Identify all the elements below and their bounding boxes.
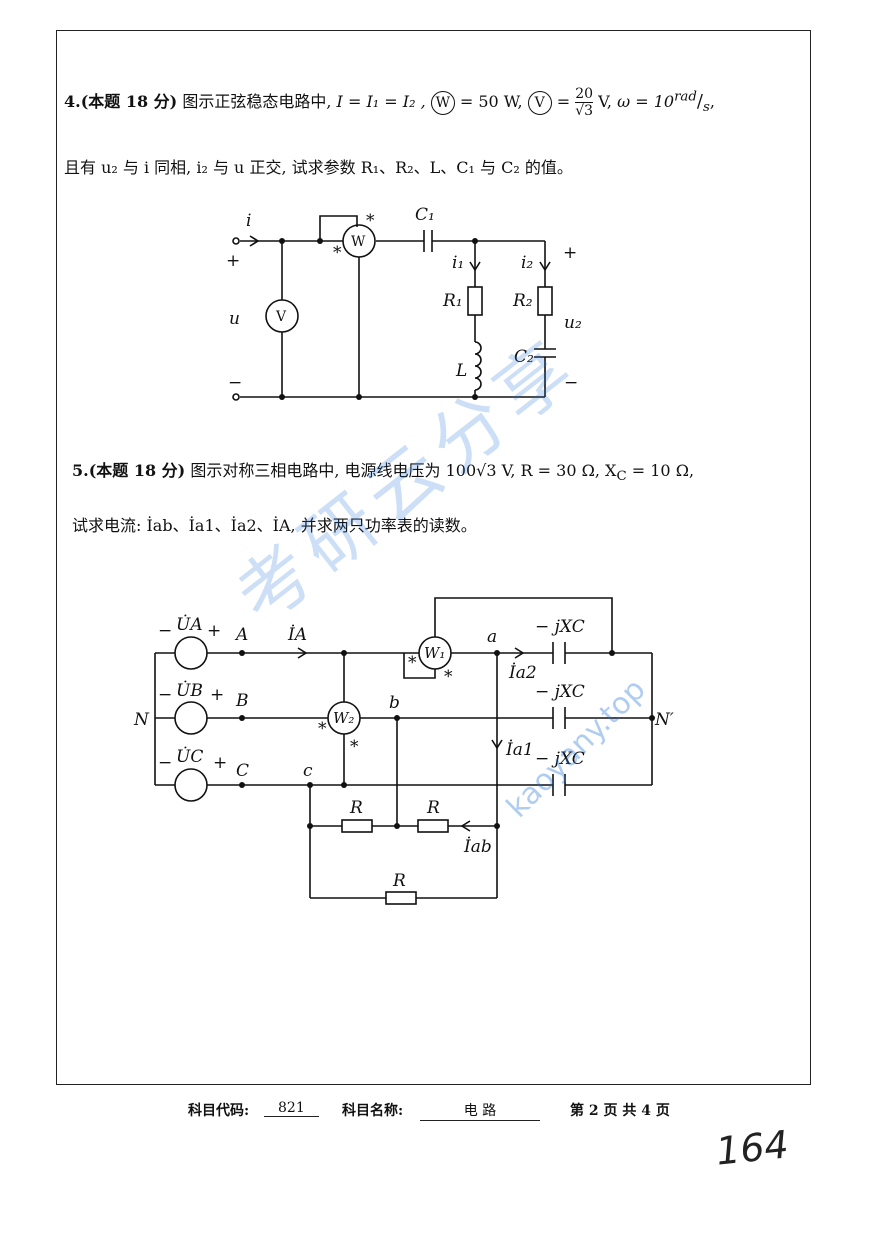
label-jXc-1: − jXC <box>535 617 585 637</box>
UA-plus: + <box>207 621 221 641</box>
problem4-score: (本题 18 分) <box>80 92 178 111</box>
problem4-fraction: 20 √3 <box>575 86 594 119</box>
wattmeter-symbol: W <box>430 91 455 115</box>
problem5-header: 5.(本题 18 分) 图示对称三相电路中, 电源线电压为 100√3 V, R… <box>72 457 694 484</box>
label-u2: u₂ <box>564 313 582 333</box>
page-border <box>56 30 811 1085</box>
node-c: c <box>303 761 313 781</box>
wattmeter-label: W <box>351 234 366 250</box>
label-W2: W₂ <box>333 709 354 727</box>
label-plus-left: + <box>226 251 240 271</box>
W1-star-2: * <box>444 667 453 687</box>
UB-plus: + <box>210 685 224 705</box>
label-C1: C₁ <box>415 205 435 225</box>
label-R2: R₂ <box>512 291 533 311</box>
problem4-number: 4. <box>64 92 81 111</box>
label-R1: R₁ <box>442 291 463 311</box>
problem4-line2: 且有 u₂ 与 i 同相, i₂ 与 u 正交, 试求参数 R₁、R₂、L、C₁… <box>64 158 573 177</box>
label-i1: i₁ <box>452 253 464 273</box>
problem4-intro: 图示正弦稳态电路中, <box>182 92 332 111</box>
problem5-line1: 图示对称三相电路中, 电源线电压为 100√3 V, R = 30 Ω, X <box>190 461 617 480</box>
label-UA: U̇A <box>176 615 203 635</box>
omega-unit-den: s <box>703 100 710 116</box>
node-B: B <box>235 691 249 711</box>
label-minus-left: − <box>228 373 242 393</box>
problem5-score: (本题 18 分) <box>88 461 186 480</box>
node-a: a <box>487 627 497 647</box>
fraction-numerator: 20 <box>575 86 594 103</box>
label-UC: U̇C <box>176 747 203 767</box>
W1-star-1: * <box>408 653 417 673</box>
problem5-line1-end: = 10 Ω, <box>631 461 695 480</box>
W2-star-2: * <box>350 737 359 757</box>
subject-name-field: 电 路 <box>420 1100 540 1121</box>
UC-minus: − <box>158 753 172 773</box>
page-info: 第 2 页 共 4 页 <box>570 1103 670 1119</box>
node-A: A <box>234 625 248 645</box>
label-R-3: R <box>392 871 406 891</box>
star-2: * <box>333 243 342 263</box>
problem5-number: 5. <box>72 461 89 480</box>
problem4-cond2: = 50 W, <box>459 92 523 111</box>
problem4-cond4: ω = 10 <box>617 92 675 111</box>
label-u: u <box>229 309 240 329</box>
label-Iab: İab <box>463 836 492 857</box>
problem4-cond3-unit: V, <box>598 92 612 111</box>
subject-name-label: 科目名称: <box>342 1103 404 1119</box>
problem5-line1-sub: C <box>616 469 627 485</box>
label-jXc-3: − jXC <box>535 749 585 769</box>
label-i: i <box>246 211 251 231</box>
problem4-header: 4.(本题 18 分) 图示正弦稳态电路中, I = I₁ = I₂ , W =… <box>64 86 715 119</box>
UC-plus: + <box>213 753 227 773</box>
node-N: N <box>133 710 150 730</box>
handwritten-page-number: 164 <box>713 1122 791 1174</box>
problem5-line2: 试求电流: İab、İa1、İa2、İA, 并求两只功率表的读数。 <box>72 516 477 535</box>
node-b: b <box>389 693 400 713</box>
omega-unit-num: rad <box>674 89 697 105</box>
label-i2: i₂ <box>521 253 533 273</box>
subject-code-value: 821 <box>278 1100 305 1116</box>
UA-minus: − <box>158 621 172 641</box>
label-jXc-2: − jXC <box>535 682 585 702</box>
label-L: L <box>455 361 467 381</box>
node-N-prime: N′ <box>654 710 674 730</box>
subject-code-field: 821 <box>264 1100 319 1117</box>
node-C: C <box>236 761 249 781</box>
voltmeter-symbol: V <box>527 91 552 115</box>
star-1: * <box>366 211 375 231</box>
label-R-1: R <box>349 798 363 818</box>
circuit-diagram-2: − U̇A + − U̇B + − U̇C + A B C N N′ İA W₁… <box>133 597 674 905</box>
label-Ia2: İa2 <box>508 662 537 683</box>
label-IA: İA <box>287 624 307 645</box>
label-UB: U̇B <box>176 681 203 701</box>
label-W1: W₁ <box>424 644 445 662</box>
subject-name-value: 电 路 <box>463 1103 497 1119</box>
label-Ia1: İa1 <box>505 739 534 760</box>
label-C2: C₂ <box>514 347 534 367</box>
circuit-diagram-1: i + − u V W * * C₁ i₁ i₂ + R₁ R₂ u₂ C₂ L… <box>226 205 582 401</box>
fraction-denominator: √3 <box>575 103 594 119</box>
subject-code-label: 科目代码: <box>188 1103 250 1119</box>
label-minus-right: − <box>564 373 578 393</box>
label-plus-right: + <box>563 243 577 263</box>
label-R-2: R <box>426 798 440 818</box>
problem4-cond1: I = I₁ = I₂ , <box>336 92 426 111</box>
voltmeter-label: V <box>275 309 287 325</box>
W2-star-1: * <box>318 719 327 739</box>
UB-minus: − <box>158 685 172 705</box>
